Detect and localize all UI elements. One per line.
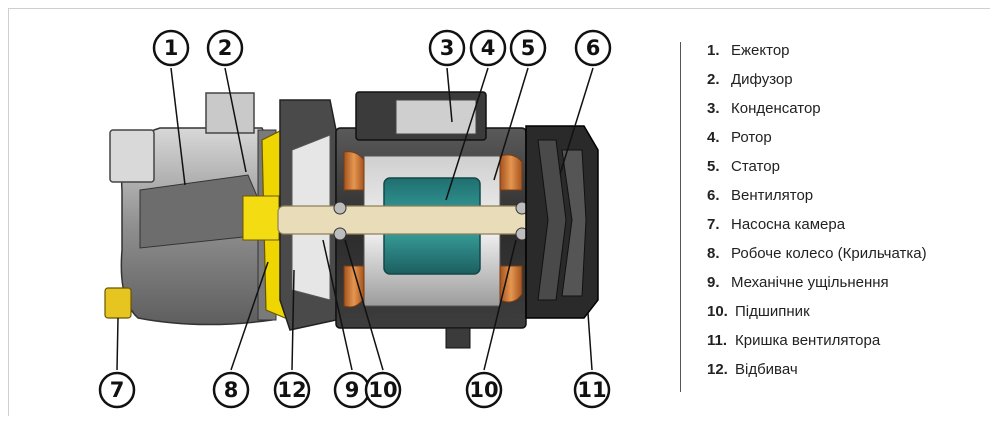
legend-item: 11. Кришка вентилятора <box>707 332 880 349</box>
legend: 1. Ежектор 2. Дифузор 3. Конденсатор 4. Ротор 5.… <box>680 42 981 392</box>
legend-label: Робоче колесо (Крильчатка) <box>731 245 927 262</box>
drain-plug <box>104 287 132 319</box>
legend-item: 7. Насосна камера <box>707 216 845 233</box>
legend-label: Відбивач <box>735 361 798 378</box>
capacitor-block <box>395 99 477 135</box>
legend-number: 5. <box>707 158 720 175</box>
legend-number: 2. <box>707 71 720 88</box>
legend-item: 12. Відбивач <box>707 361 798 378</box>
legend-number: 7. <box>707 216 720 233</box>
pump-chamber-body <box>104 92 273 326</box>
legend-item: 4. Ротор <box>707 129 772 146</box>
legend-item: 9. Механічне ущільнення <box>707 274 889 291</box>
legend-number: 3. <box>707 100 720 117</box>
bearings <box>333 201 529 241</box>
legend-item: 3. Конденсатор <box>707 100 821 117</box>
legend-item: 6. Вентилятор <box>707 187 813 204</box>
legend-label: Кришка вентилятора <box>735 332 881 349</box>
legend-label: Ежектор <box>731 42 790 59</box>
legend-item: 8. Робоче колесо (Крильчатка) <box>707 245 927 262</box>
legend-label: Ротор <box>731 129 772 146</box>
legend-label: Статор <box>731 158 780 175</box>
legend-label: Конденсатор <box>731 100 821 117</box>
legend-label: Насосна камера <box>731 216 846 233</box>
legend-item: 2. Дифузор <box>707 71 793 88</box>
legend-item: 1. Ежектор <box>707 42 790 59</box>
legend-number: 12. <box>707 361 728 378</box>
legend-number: 8. <box>707 245 720 262</box>
legend-item: 5. Статор <box>707 158 780 175</box>
legend-label: Дифузор <box>731 71 793 88</box>
legend-label: Механічне ущільнення <box>731 274 889 291</box>
legend-number: 10. <box>707 303 728 320</box>
fan-cover-group <box>525 125 599 319</box>
legend-number: 1. <box>707 42 720 59</box>
legend-item: 10. Підшипник <box>707 303 810 320</box>
leader-lines <box>116 67 594 371</box>
legend-number: 11. <box>707 332 728 349</box>
legend-number: 9. <box>707 274 720 291</box>
legend-label: Підшипник <box>735 303 810 320</box>
diagram-frame <box>8 8 990 416</box>
legend-label: Вентилятор <box>731 187 814 204</box>
legend-number: 6. <box>707 187 720 204</box>
legend-number: 4. <box>707 129 720 146</box>
